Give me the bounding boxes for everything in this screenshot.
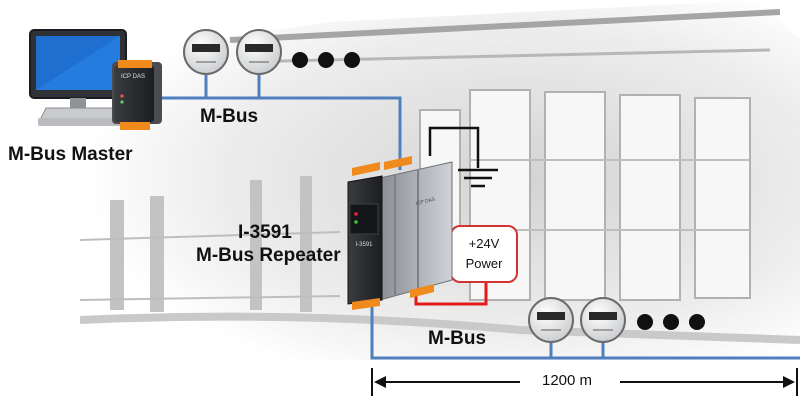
converter-icon: ICP DAS xyxy=(112,60,162,130)
distance-label: 1200 m xyxy=(542,372,593,389)
meter-top-1 xyxy=(183,29,229,75)
repeater-model-label: I-3591 xyxy=(238,222,292,243)
bottom-bus-label: M-Bus xyxy=(428,328,487,349)
meter-bottom-1 xyxy=(528,297,574,343)
meter-top-2 xyxy=(236,29,282,75)
converter-brand: ICP DAS xyxy=(121,74,145,80)
power-text-label: Power xyxy=(466,256,504,271)
power-wiring xyxy=(414,280,488,306)
repeater-brand: ICP DAS xyxy=(415,196,436,206)
repeater-icon: I-3591 ICP DAS xyxy=(347,156,453,310)
top-bus-line xyxy=(160,96,402,170)
ellipsis-top xyxy=(292,52,360,68)
distance-indicator xyxy=(371,368,798,396)
top-bus-label: M-Bus xyxy=(200,106,259,127)
master-label: M-Bus Master xyxy=(8,144,133,165)
meter-bottom-2 xyxy=(580,297,626,343)
repeater-name-label: M-Bus Repeater xyxy=(196,245,341,266)
ground-icon xyxy=(428,126,498,188)
power-voltage-label: +24V xyxy=(469,236,500,251)
computer-icon xyxy=(29,29,127,126)
repeater-panel-text: I-3591 xyxy=(355,242,373,248)
power-box: +24V Power xyxy=(450,225,518,283)
bottom-bus-line xyxy=(370,302,800,360)
ellipsis-bottom xyxy=(637,314,705,330)
